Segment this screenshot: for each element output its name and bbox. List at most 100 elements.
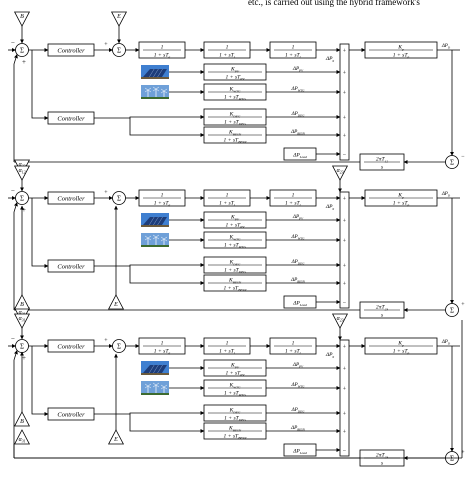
tie-feedback-to-sum: [13, 202, 18, 310]
bus-plus-sign: +: [343, 197, 347, 203]
transfer-numerator: Kp: [397, 341, 404, 348]
sign-plus: +: [104, 42, 108, 48]
turbine-blade: [144, 383, 152, 389]
bus-plus-sign: +: [343, 239, 347, 245]
panel-grid: [157, 216, 163, 226]
transfer-numerator: KDEG: [229, 260, 241, 267]
bus-plus-sign: +: [343, 264, 347, 270]
tie-feedback-to-sum: [13, 54, 18, 162]
frequency-bias-beta-label: B: [20, 14, 24, 20]
ground-fill: [141, 97, 169, 99]
turbine-blade: [152, 382, 160, 388]
bus-plus-sign: +: [343, 71, 347, 77]
transfer-numerator: 1: [161, 45, 164, 51]
turbine-blade: [152, 234, 160, 240]
transfer-numerator: 1: [226, 341, 229, 347]
sign-plus: +: [22, 58, 26, 66]
sum-symbol: Σ: [450, 158, 454, 166]
panel-grid: [149, 364, 155, 374]
ground-fill: [141, 245, 169, 247]
transfer-denominator: 1 + sTDEG: [224, 120, 246, 127]
controller-label: Controller: [57, 116, 85, 123]
transfer-numerator: KPV: [230, 215, 240, 222]
sign-plus: +: [104, 190, 108, 196]
tie-ratio-alpha-31: [13, 313, 31, 329]
controller-label: Controller: [57, 344, 85, 351]
controller-to-deg: [94, 115, 205, 119]
delta-p-wtg-label: ΔPWTG: [290, 382, 305, 389]
transfer-numerator: 1: [226, 193, 229, 199]
panel-grid: [149, 68, 155, 78]
delta-p-deg-label: ΔPDEG: [291, 259, 306, 266]
controller-to-deg: [94, 263, 205, 267]
bus-plus-sign: +: [343, 345, 347, 351]
transfer-denominator: 1 + sTWTG: [224, 95, 246, 102]
sum-symbol: Σ: [450, 306, 454, 314]
sum-symbol: Σ: [20, 342, 24, 350]
controller-to-besn: [129, 266, 205, 285]
solar-panel-icon: [141, 213, 169, 227]
ace-to-storage-controller: [31, 346, 49, 416]
sum-symbol: Σ: [20, 194, 24, 202]
bus-plus-sign: +: [343, 91, 347, 97]
transfer-denominator: 1 + sTPV: [226, 75, 246, 82]
transfer-numerator: Kp: [397, 45, 404, 52]
delta-p-besn-label: ΔPBESN: [290, 425, 306, 432]
ground-fill: [141, 373, 169, 375]
transfer-denominator: 1 + sTg: [154, 53, 171, 60]
frequency-bias-beta-3-label: B: [20, 419, 24, 425]
controller-to-besn: [129, 414, 205, 433]
delta-p-deg-label: ΔPDEG: [291, 407, 306, 414]
bus-plus-sign: +: [343, 387, 347, 393]
transfer-denominator: 1 + sTr: [285, 201, 302, 208]
sign-minus: −: [11, 187, 15, 195]
delta-p-wtg-label: ΔPWTG: [290, 86, 305, 93]
bus-plus-sign: +: [343, 219, 347, 225]
transfer-denominator: 1 + sTt: [219, 53, 236, 60]
control-error-input-3: [107, 429, 125, 445]
bus-minus-sign: −: [343, 449, 347, 455]
panel-grid: [153, 364, 159, 374]
turbine-blade: [144, 87, 152, 93]
turbine-blade: [160, 88, 168, 94]
transfer-denominator: s: [381, 461, 383, 467]
tie-ratio-alpha-23-label: α23: [337, 168, 344, 175]
bus-plus-sign: +: [343, 116, 347, 122]
delta-pg-label: ΔPg: [325, 204, 335, 211]
tie-ratio-alpha-12: [13, 165, 31, 181]
transfer-denominator: 1 + sTp: [393, 349, 410, 356]
solar-panel-icon: [141, 65, 169, 79]
tie-sign: −: [461, 154, 465, 160]
power-summing-bus: [339, 43, 350, 161]
tie-ratio-alpha-31-label: α31: [19, 316, 26, 323]
tie-ratio-alpha-23: [331, 165, 349, 181]
page-caption-fragment: etc., is carried out using the hybrid fr…: [248, 0, 420, 7]
panel-grid: [153, 216, 159, 226]
transfer-denominator: 1 + sTt: [219, 201, 236, 208]
controller-label: Controller: [57, 196, 85, 203]
bus-minus-sign: −: [343, 301, 347, 307]
frequency-bias-beta-2: [13, 294, 31, 310]
sum-symbol: Σ: [20, 46, 24, 54]
control-error-input-3-label: E: [113, 437, 118, 443]
wind-turbine-icon: [141, 381, 169, 395]
delta-pg-label: ΔPg: [325, 56, 335, 63]
bus-plus-sign: +: [343, 49, 347, 55]
transfer-denominator: 1 + sTBESN: [224, 286, 248, 293]
delta-p-besn-label: ΔPBESN: [290, 277, 306, 284]
transfer-numerator: KBESN: [228, 278, 242, 285]
ace-to-storage-controller: [31, 50, 49, 120]
panel-grid: [149, 216, 155, 226]
wind-turbine-icon: [141, 233, 169, 247]
delta-p-wtg-label: ΔPWTG: [290, 234, 305, 241]
ground-fill: [141, 77, 169, 79]
panel-fill: [143, 217, 167, 225]
bus-plus-sign: +: [343, 134, 347, 140]
bus-plus-sign: +: [343, 412, 347, 418]
frequency-bias-beta-2-label: B: [20, 302, 24, 308]
delta-p-pv-label: ΔPPV: [292, 214, 304, 221]
delta-p-pv-label: ΔPPV: [292, 66, 304, 73]
transfer-numerator: 1: [161, 341, 164, 347]
tie-ratio-alpha-31-b: [13, 429, 31, 445]
